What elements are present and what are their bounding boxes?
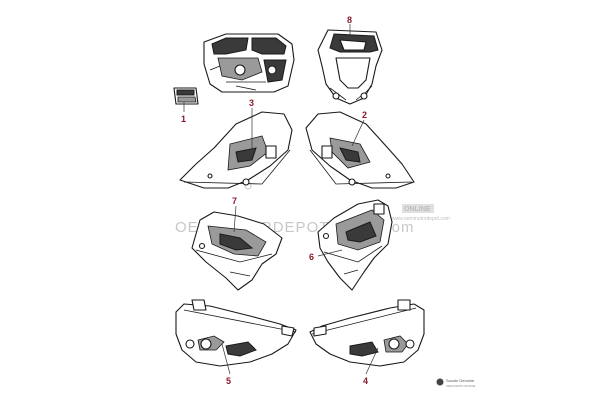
callout-6: 6	[309, 252, 314, 262]
leader-2	[351, 119, 365, 147]
part-headlight-plate	[317, 29, 383, 105]
leader-7	[233, 205, 237, 233]
callout-4: 4	[363, 376, 368, 386]
brand-logo: Suzuki Genuine OEM PARTS ONLINE	[436, 378, 475, 388]
callouts: 8 1 3 2 7 6 5 4	[181, 15, 368, 386]
logo-line1: Suzuki Genuine	[446, 378, 475, 383]
callout-3: 3	[249, 98, 254, 108]
part-emblem	[173, 87, 199, 105]
part-shroud-right	[317, 199, 393, 291]
watermark-url: www.oemmotordepot.com	[392, 216, 450, 222]
callout-8: 8	[347, 15, 352, 25]
callout-5: 5	[226, 376, 231, 386]
part-side-cover-left	[179, 111, 293, 189]
callout-2: 2	[362, 110, 367, 120]
callout-1: 1	[181, 114, 186, 124]
watermark-badge: ONLINE	[404, 206, 431, 213]
leader-4	[365, 347, 379, 375]
part-side-cover-right	[305, 111, 415, 189]
logo-icon	[436, 378, 444, 386]
watermark-badge-bg	[402, 204, 434, 213]
part-fuel-tank	[203, 33, 295, 93]
callout-7: 7	[232, 196, 237, 206]
leader-5	[221, 343, 231, 375]
part-shroud-left	[191, 211, 283, 291]
leader-6	[317, 249, 343, 257]
logo-line2: OEM PARTS ONLINE	[446, 384, 475, 388]
leader-lines	[183, 24, 379, 375]
part-number-plate-left	[175, 299, 297, 367]
part-number-plate-right	[309, 299, 425, 367]
